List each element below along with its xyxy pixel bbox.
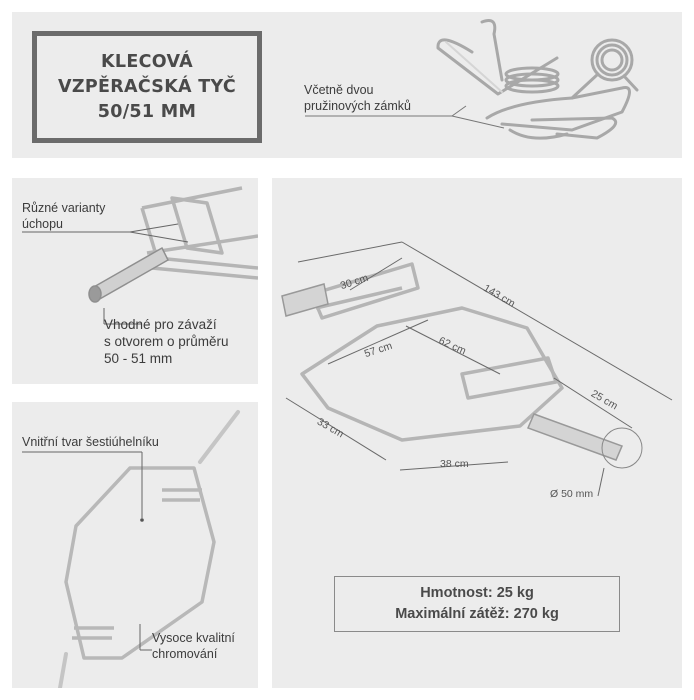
title-line-2: VZPĚRAČSKÁ TYČ — [57, 76, 237, 97]
product-title-box: KLECOVÁ VZPĚRAČSKÁ TYČ 50/51 MM — [32, 31, 262, 143]
plate-fit-label-line2: s otvorem o průměru — [104, 334, 229, 349]
spring-collars-label-line1: Včetně dvou — [304, 83, 374, 97]
top-panel: KLECOVÁ VZPĚRAČSKÁ TYČ 50/51 MM — [12, 12, 682, 158]
plate-fit-label: Vhodné pro závaží s otvorem o průměru 50… — [104, 316, 229, 367]
plate-fit-label-line3: 50 - 51 mm — [104, 351, 173, 366]
dim-38: 38 cm — [440, 458, 469, 470]
spec-weight: Hmotnost: 25 kg — [420, 585, 534, 601]
spring-collars-label-line2: pružinových zámků — [304, 99, 411, 113]
grip-detail-illustration — [22, 186, 258, 325]
hex-shape-label: Vnitřní tvar šestiúhelníku — [22, 434, 159, 450]
chrome-label-line2: chromování — [152, 647, 218, 661]
hex-shape-label-line1: Vnitřní tvar šestiúhelníku — [22, 435, 159, 449]
spec-max-load: Maximální zátěž: 270 kg — [395, 606, 559, 622]
spring-collars-label: Včetně dvou pružinových zámků — [304, 82, 411, 114]
grip-variants-label: Různé varianty úchopu — [22, 200, 105, 232]
dimensions-panel: 143 cm 30 cm 62 cm 57 cm 25 cm 33 cm 38 … — [272, 178, 682, 688]
hex-bar-topview-illustration — [22, 410, 240, 688]
hex-shape-panel: Vnitřní tvar šestiúhelníku Vysoce kvalit… — [12, 402, 258, 688]
plate-fit-label-line1: Vhodné pro závaží — [104, 317, 217, 332]
hex-bar-dimension-drawing — [281, 241, 673, 497]
grip-variants-label-line2: úchopu — [22, 217, 64, 231]
grip-detail-panel: Různé varianty úchopu Vhodné pro závaží … — [12, 178, 258, 384]
chrome-label-line1: Vysoce kvalitní — [152, 631, 235, 645]
dim-50: Ø 50 mm — [550, 488, 594, 500]
title-line-3: 50/51 MM — [97, 101, 197, 122]
title-line-1: KLECOVÁ — [101, 51, 193, 72]
specs-box: Hmotnost: 25 kg Maximální zátěž: 270 kg — [334, 576, 620, 632]
spring-collars-illustration — [305, 19, 639, 140]
chrome-label: Vysoce kvalitní chromování — [152, 630, 235, 662]
grip-variants-label-line1: Různé varianty — [22, 201, 106, 215]
